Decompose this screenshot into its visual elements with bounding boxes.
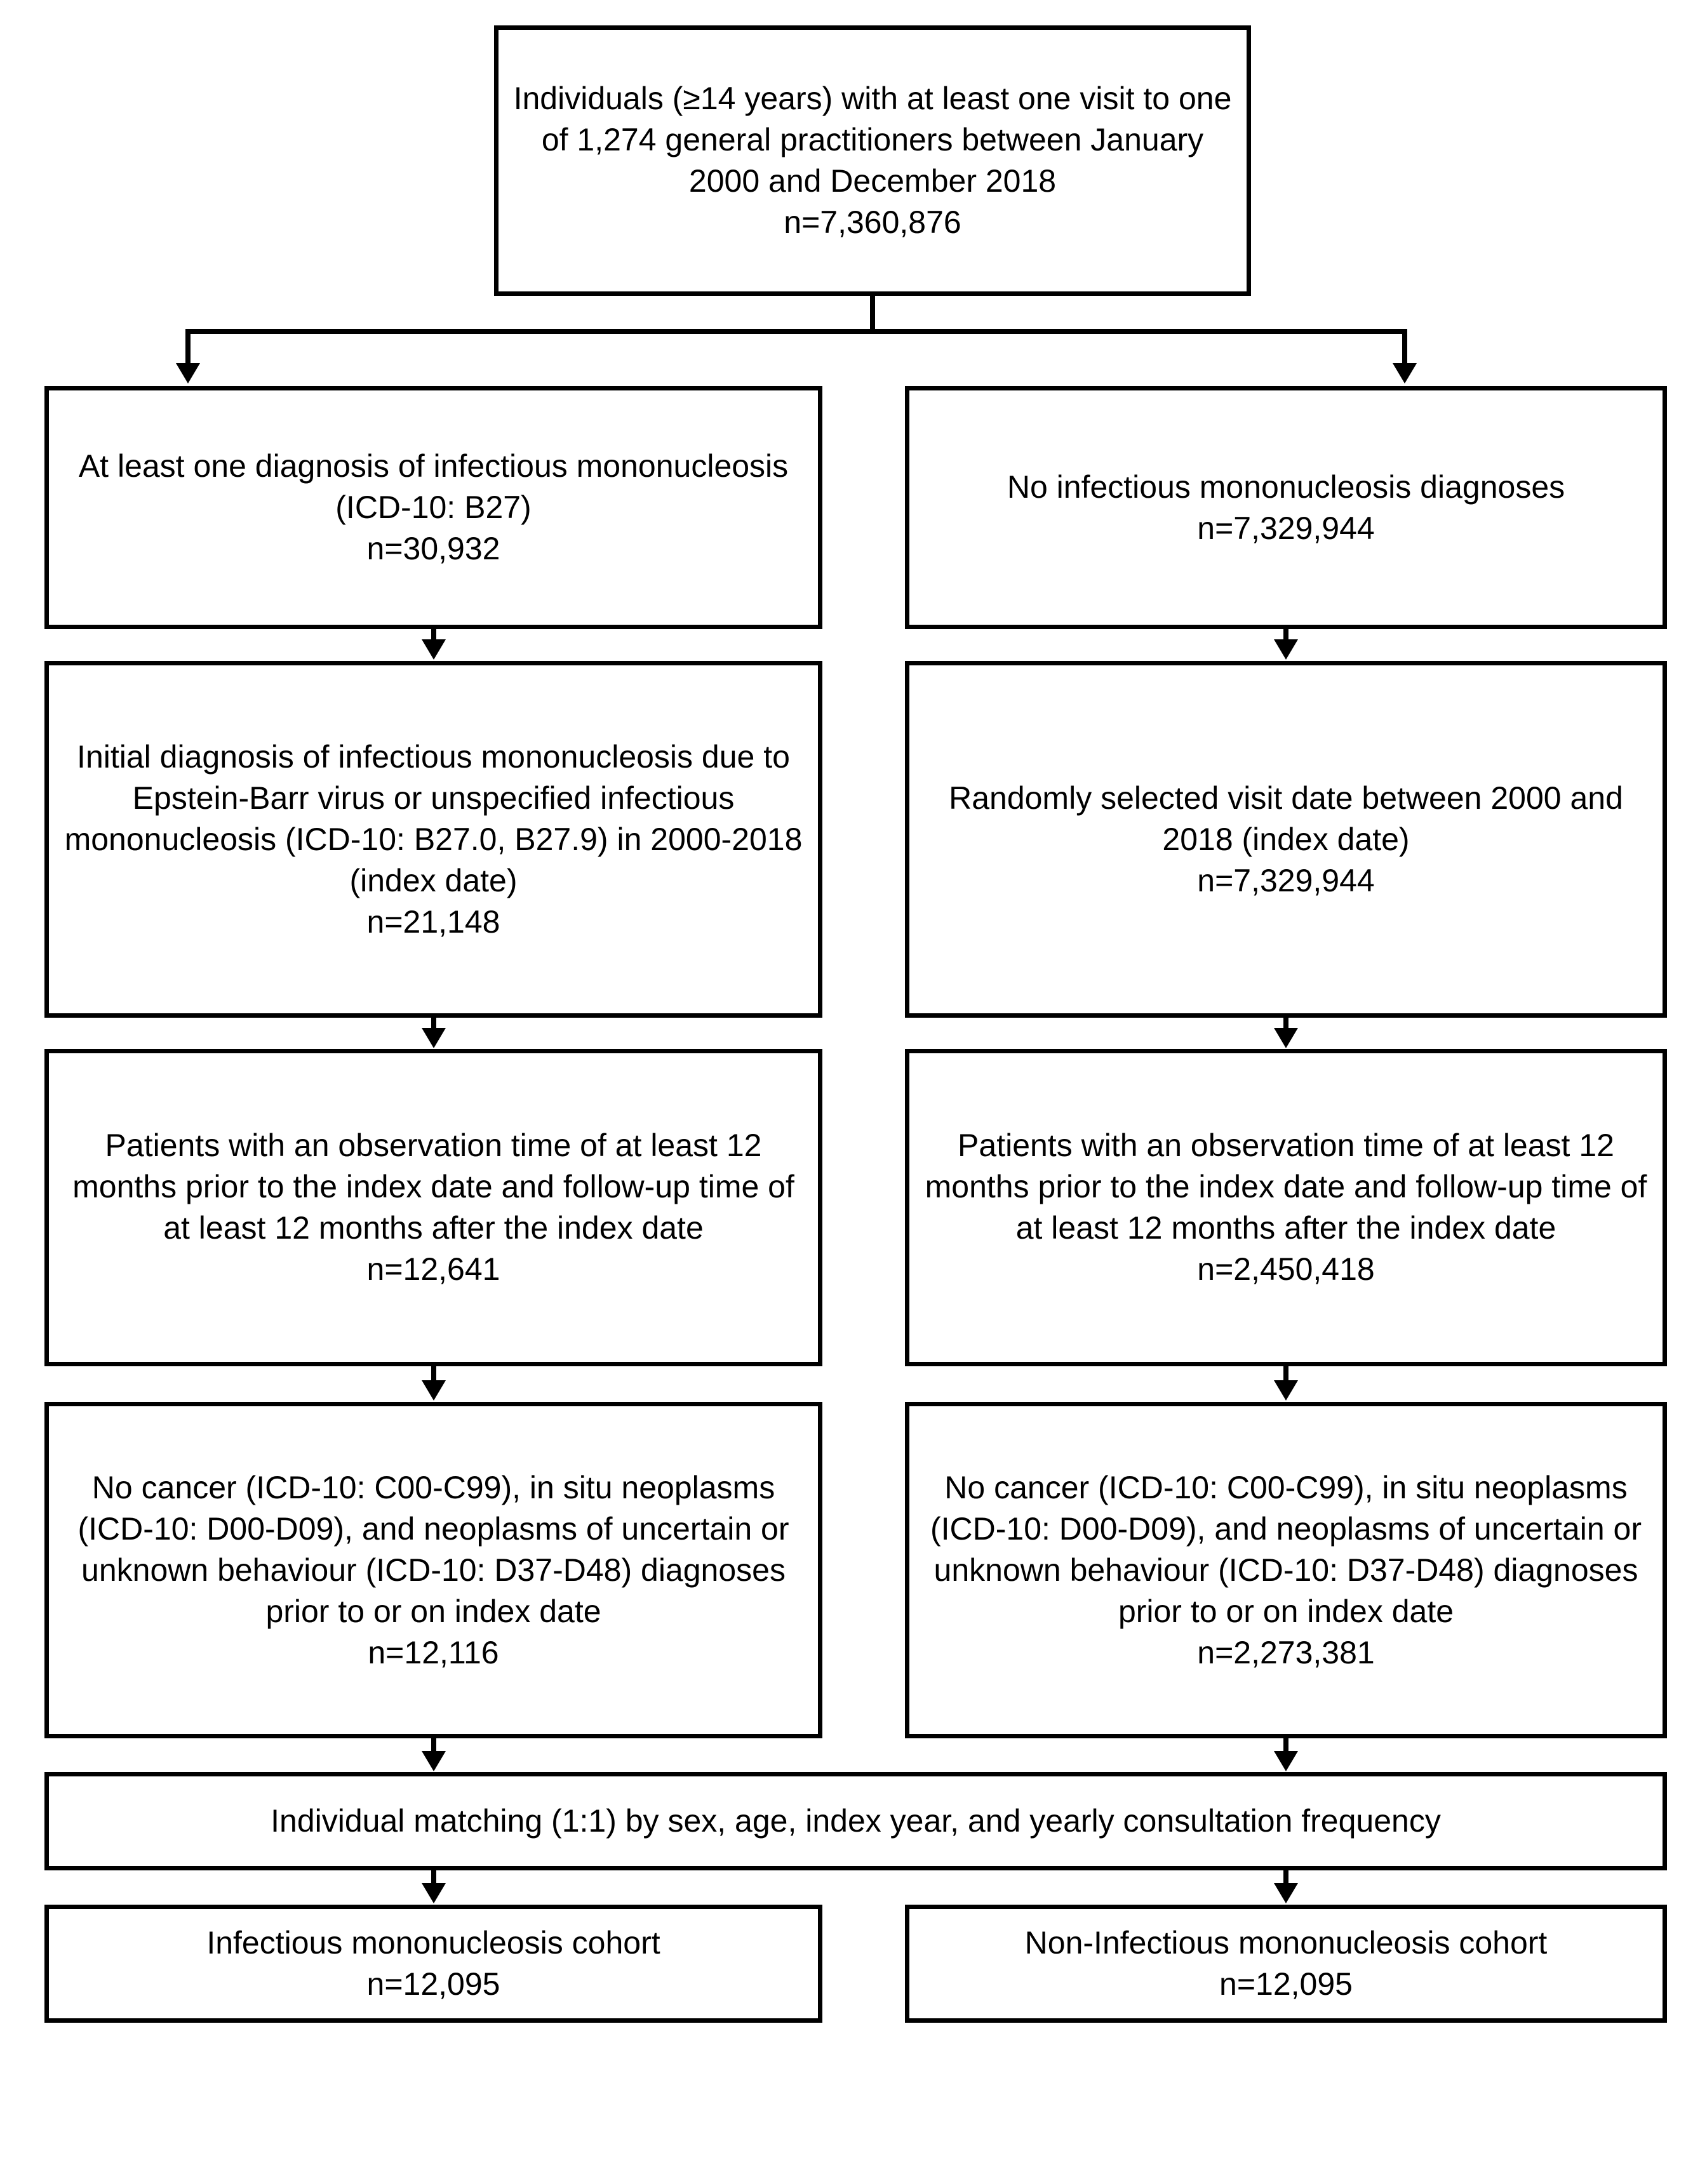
arrow-head-icon-right-row3	[1274, 639, 1298, 660]
connector-left-row5-matching	[431, 1738, 436, 1752]
node-individual-matching: Individual matching (1:1) by sex, age, i…	[44, 1772, 1667, 1870]
node-random-visit-date: Randomly selected visit date between 200…	[905, 661, 1667, 1018]
node-im-diagnosis: At least one diagnosis of infectious mon…	[44, 386, 822, 629]
connector-right-row4-row5	[1283, 1366, 1288, 1382]
node-individual-matching-text: Individual matching (1:1) by sex, age, i…	[271, 1803, 1441, 1839]
node-im-observation-time-text: Patients with an observation time of at …	[72, 1128, 794, 1287]
arrow-head-icon-split-left	[176, 363, 200, 383]
connector-matching-non-im-cohort	[1283, 1870, 1288, 1884]
node-im-cohort-text: Infectious mononucleosis cohort n=12,095	[206, 1925, 660, 2002]
node-non-im-cohort-text: Non-Infectious mononucleosis cohort n=12…	[1024, 1925, 1548, 2002]
arrow-head-icon-right-row5	[1274, 1380, 1298, 1401]
arrow-head-icon-right-row4	[1274, 1028, 1298, 1048]
node-non-im-cohort: Non-Infectious mononucleosis cohort n=12…	[905, 1905, 1667, 2023]
arrow-head-icon-right-matching	[1274, 1751, 1298, 1771]
connector-split-bar	[185, 329, 1407, 334]
connector-split-stem	[870, 296, 875, 334]
node-source-population: Individuals (≥14 years) with at least on…	[494, 25, 1251, 296]
node-no-im-diagnosis-text: No infectious mononucleosis diagnoses n=…	[1007, 469, 1565, 546]
connector-left-row4-row5	[431, 1366, 436, 1382]
node-im-diagnosis-text: At least one diagnosis of infectious mon…	[78, 448, 789, 566]
node-no-im-observation-time: Patients with an observation time of at …	[905, 1049, 1667, 1366]
arrow-head-icon-split-right	[1393, 363, 1417, 383]
connector-split-left-drop	[185, 329, 191, 364]
arrow-head-icon-left-row4	[422, 1028, 446, 1048]
arrow-head-icon-left-row5	[422, 1380, 446, 1401]
node-random-visit-date-text: Randomly selected visit date between 200…	[949, 780, 1623, 898]
arrow-head-icon-left-row3	[422, 639, 446, 660]
node-im-observation-time: Patients with an observation time of at …	[44, 1049, 822, 1366]
node-source-population-text: Individuals (≥14 years) with at least on…	[513, 81, 1232, 240]
node-im-initial-diagnosis: Initial diagnosis of infectious mononucl…	[44, 661, 822, 1018]
node-im-initial-diagnosis-text: Initial diagnosis of infectious mononucl…	[64, 738, 803, 940]
connector-left-row2-row3	[431, 629, 436, 641]
node-im-no-cancer-text: No cancer (ICD-10: C00-C99), in situ neo…	[77, 1469, 789, 1670]
connector-matching-im-cohort	[431, 1870, 436, 1884]
connector-right-row3-row4	[1283, 1018, 1288, 1029]
node-im-cohort: Infectious mononucleosis cohort n=12,095	[44, 1905, 822, 2023]
connector-split-right-drop	[1402, 329, 1407, 364]
connector-right-row2-row3	[1283, 629, 1288, 641]
node-im-no-cancer: No cancer (ICD-10: C00-C99), in situ neo…	[44, 1402, 822, 1738]
node-no-im-no-cancer-text: No cancer (ICD-10: C00-C99), in situ neo…	[930, 1469, 1642, 1670]
connector-right-row5-matching	[1283, 1738, 1288, 1752]
node-no-im-observation-time-text: Patients with an observation time of at …	[925, 1128, 1647, 1287]
node-no-im-diagnosis: No infectious mononucleosis diagnoses n=…	[905, 386, 1667, 629]
arrow-head-icon-non-im-cohort	[1274, 1883, 1298, 1903]
arrow-head-icon-left-matching	[422, 1751, 446, 1771]
connector-left-row3-row4	[431, 1018, 436, 1029]
arrow-head-icon-im-cohort	[422, 1883, 446, 1903]
node-no-im-no-cancer: No cancer (ICD-10: C00-C99), in situ neo…	[905, 1402, 1667, 1738]
